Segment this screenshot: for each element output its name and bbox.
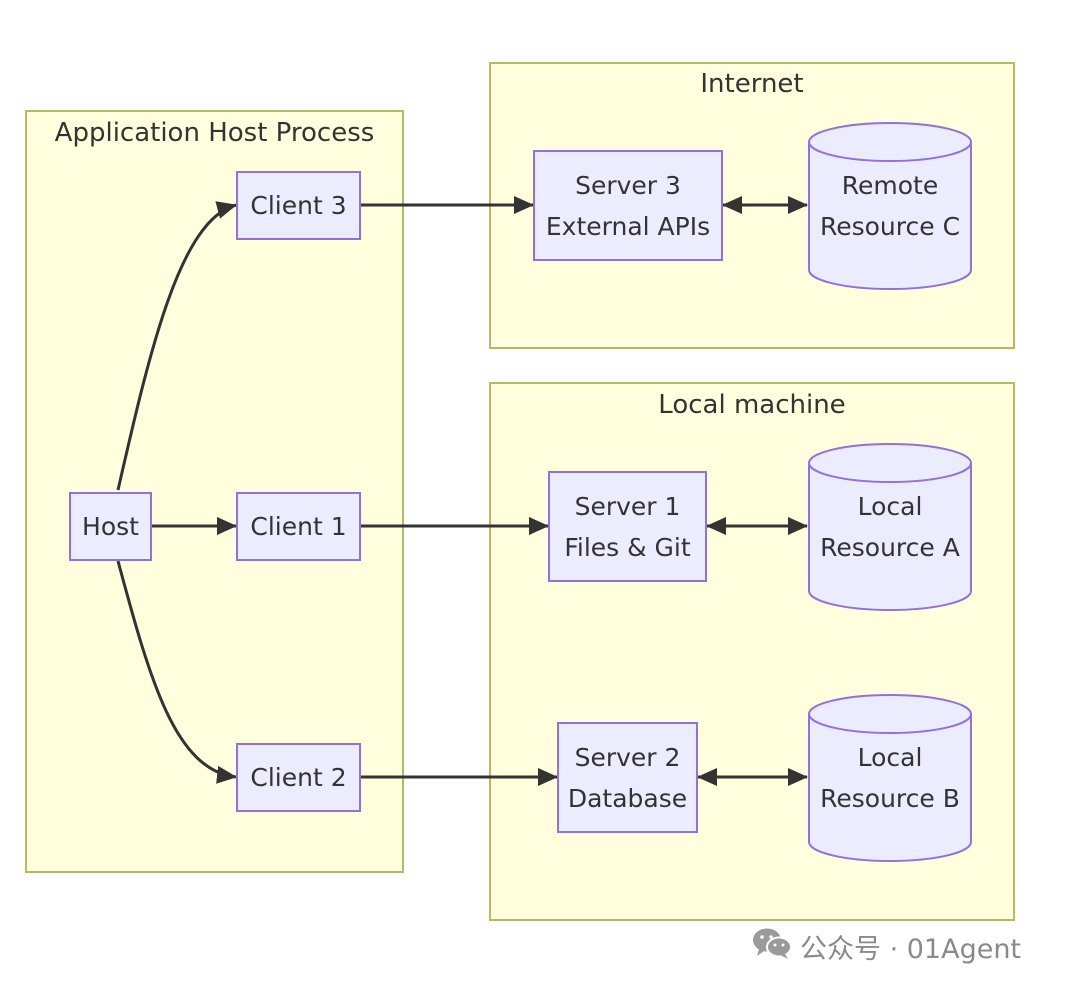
- resource-b-cylinder: Local Resource B: [807, 693, 973, 863]
- node-host: Host: [69, 492, 152, 561]
- node-client-2-label: Client 2: [250, 763, 347, 792]
- resource-b-line1: Local: [857, 743, 923, 772]
- node-host-label: Host: [82, 512, 139, 541]
- node-client-2: Client 2: [236, 743, 361, 812]
- edge-host-client3: [116, 201, 237, 491]
- node-server-1-line1: Server 1: [574, 491, 681, 521]
- node-server-2: Server 2 Database: [557, 722, 698, 833]
- resource-a-cylinder: Local Resource A: [807, 442, 973, 612]
- resource-c-line1: Remote: [841, 171, 939, 200]
- node-client-1: Client 1: [236, 492, 361, 561]
- node-server-1-line2: Files & Git: [564, 532, 691, 562]
- node-server-3: Server 3 External APIs: [533, 150, 723, 261]
- node-client-1-label: Client 1: [250, 512, 347, 541]
- resource-c-cylinder: Remote Resource C: [807, 121, 973, 291]
- edge-host-client2: [116, 560, 237, 784]
- node-client-3: Client 3: [236, 171, 361, 240]
- resource-c-line2: Resource C: [819, 212, 961, 241]
- node-client-3-label: Client 3: [250, 191, 347, 220]
- node-server-3-line2: External APIs: [545, 211, 711, 241]
- node-server-2-line1: Server 2: [574, 742, 681, 772]
- group-title-local-machine: Local machine: [658, 390, 846, 420]
- watermark: 公众号 · 01Agent: [752, 926, 1021, 967]
- node-server-3-line1: Server 3: [575, 170, 681, 200]
- resource-a-line1: Local: [857, 492, 923, 521]
- wechat-icon: [752, 926, 792, 967]
- watermark-text: 公众号 · 01Agent: [800, 934, 1022, 965]
- node-server-1: Server 1 Files & Git: [548, 471, 707, 582]
- resource-a-line2: Resource A: [820, 533, 960, 562]
- resource-b-line2: Resource B: [820, 784, 960, 813]
- node-server-2-line2: Database: [567, 783, 688, 813]
- group-title-internet: Internet: [700, 69, 804, 99]
- group-title-application-host: Application Host Process: [54, 118, 375, 148]
